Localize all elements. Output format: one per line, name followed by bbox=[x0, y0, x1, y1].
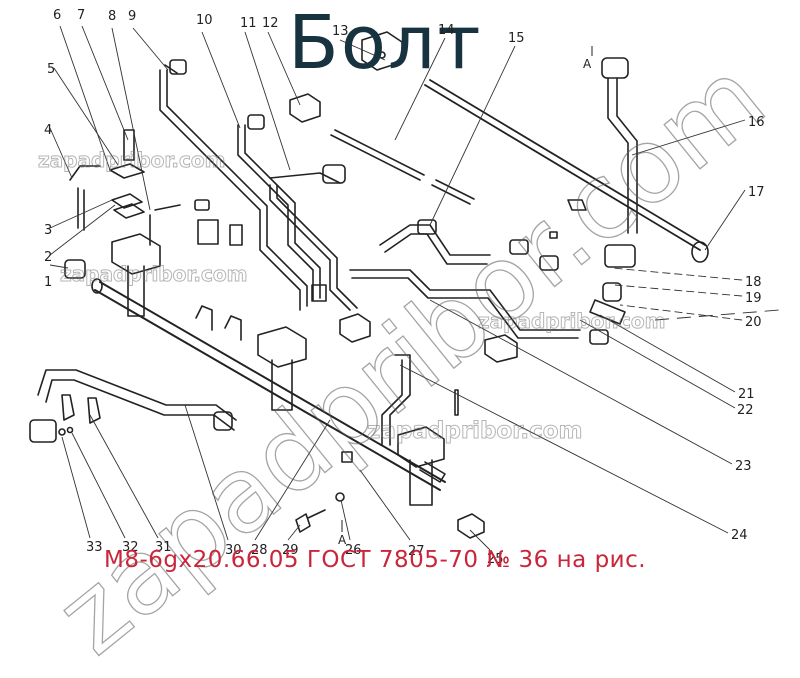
callout-1: 1 bbox=[44, 275, 53, 290]
view-mark-a-bottom: A bbox=[338, 533, 347, 547]
callout-6: 6 bbox=[53, 8, 62, 23]
callout-30: 30 bbox=[225, 543, 242, 558]
nut-27 bbox=[457, 513, 485, 539]
callout-25: 25 bbox=[487, 552, 504, 567]
callout-7: 7 bbox=[77, 8, 86, 23]
callout-10: 10 bbox=[196, 13, 213, 28]
page-title: Болт bbox=[288, 0, 483, 86]
leader-lines bbox=[49, 25, 781, 551]
callout-4: 4 bbox=[44, 123, 53, 138]
callout-11: 11 bbox=[240, 16, 257, 31]
left-parts bbox=[64, 129, 243, 279]
callout-14: 14 bbox=[438, 23, 455, 38]
callout-19: 19 bbox=[745, 291, 762, 306]
callout-9: 9 bbox=[128, 9, 137, 24]
callout-32: 32 bbox=[122, 540, 139, 555]
rod-17 bbox=[424, 79, 709, 263]
pipe-9 bbox=[159, 59, 308, 311]
callout-16: 16 bbox=[748, 115, 765, 130]
parts-diagram: zapadpribor.com zapadpribor.com zapadpri… bbox=[29, 0, 788, 678]
callout-21: 21 bbox=[738, 387, 755, 402]
bolt-25 bbox=[295, 509, 326, 533]
callout-29: 29 bbox=[282, 543, 299, 558]
callout-18: 18 bbox=[745, 275, 762, 290]
washer-26 bbox=[335, 492, 345, 502]
view-mark-a: A bbox=[583, 57, 592, 71]
rail-brackets bbox=[111, 233, 445, 506]
watermark-small: zapadpribor.com bbox=[367, 418, 584, 444]
pipe-30 bbox=[29, 369, 237, 443]
watermark-small: zapadpribor.com bbox=[59, 262, 248, 286]
callout-2: 2 bbox=[44, 250, 53, 265]
callout-31: 31 bbox=[155, 540, 172, 555]
pipe-11 bbox=[269, 164, 358, 311]
callout-15: 15 bbox=[508, 31, 525, 46]
exploded-view-line-art bbox=[29, 25, 781, 551]
callout-12: 12 bbox=[262, 16, 279, 31]
callout-5: 5 bbox=[47, 62, 56, 77]
watermark-small: zapadpribor.com bbox=[477, 309, 666, 333]
block-12 bbox=[289, 93, 321, 123]
view-arrows bbox=[341, 46, 593, 532]
callout-22: 22 bbox=[737, 403, 754, 418]
tee-fitting bbox=[589, 282, 626, 325]
callout-28: 28 bbox=[251, 543, 268, 558]
callout-3: 3 bbox=[44, 223, 53, 238]
callout-20: 20 bbox=[745, 315, 762, 330]
watermark-small: zapadpribor.com bbox=[37, 148, 226, 172]
block-13 bbox=[361, 31, 403, 71]
callout-13: 13 bbox=[332, 24, 349, 39]
callout-33: 33 bbox=[86, 540, 103, 555]
part-designation-caption: M8-6gx20.66.05 ГОСТ 7805-70 № 36 на рис. bbox=[104, 547, 647, 573]
pipe-16 bbox=[601, 57, 638, 268]
callout-27: 27 bbox=[408, 544, 425, 559]
callout-8: 8 bbox=[108, 9, 117, 24]
tube-14 bbox=[330, 129, 475, 205]
callout-26: 26 bbox=[345, 543, 362, 558]
callout-23: 23 bbox=[735, 459, 752, 474]
pipe-24 bbox=[381, 354, 459, 446]
pipe-10 bbox=[237, 114, 327, 302]
callout-17: 17 bbox=[748, 185, 765, 200]
callout-24: 24 bbox=[731, 528, 748, 543]
